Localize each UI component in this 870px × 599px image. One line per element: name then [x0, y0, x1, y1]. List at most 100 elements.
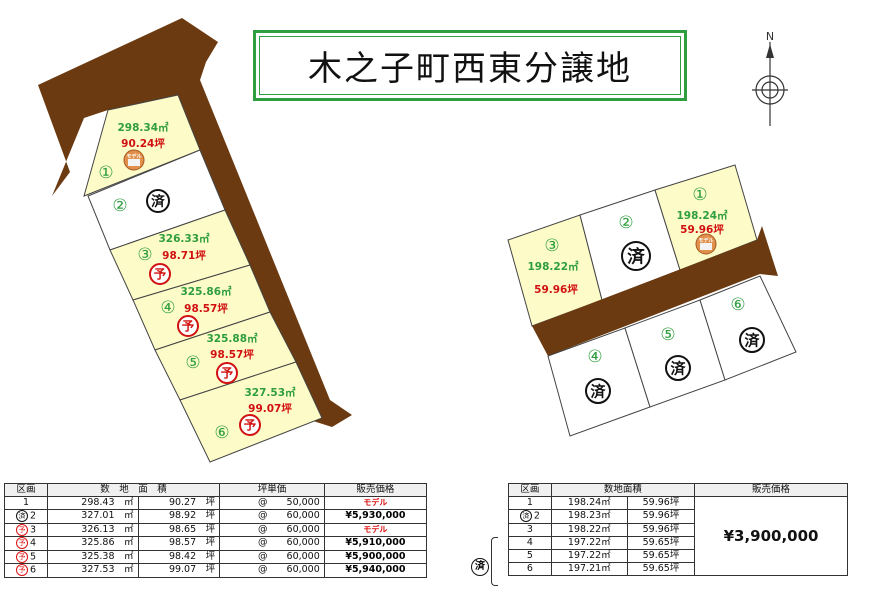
- west-lot-1-area-tsubo: 90.24坪: [121, 137, 165, 150]
- area-tsubo-cell: 59.65坪: [626, 535, 696, 550]
- reserved-mark-icon: 予: [15, 523, 28, 536]
- th-lot: 区画: [4, 483, 48, 497]
- west-lot-6: [179, 361, 323, 463]
- east-lot-1-number: ①: [692, 185, 707, 205]
- price-cell: ¥3,900,000: [694, 496, 848, 576]
- east-lot-3-area-tsubo: 59.96坪: [534, 283, 578, 296]
- east-lot-5-number: ⑤: [660, 325, 675, 345]
- price-cell: ¥5,940,000: [323, 563, 428, 578]
- east-lot-6-sold-icon: [739, 327, 765, 353]
- lot-number: 6: [29, 564, 36, 576]
- west-lot-4-reserved-icon-label: 予: [182, 319, 195, 334]
- west-lot-2-sold-icon-label: 済: [151, 193, 165, 210]
- lot-cell: 4: [508, 535, 552, 550]
- west-lot-5-area-tsubo: 98.57坪: [210, 348, 254, 361]
- west-lot-4-area-tsubo: 98.57坪: [184, 302, 228, 315]
- lot-number: 2: [533, 510, 540, 522]
- lot-cell: 1: [508, 496, 552, 510]
- area-m2-cell: 326.13 ㎡: [46, 522, 139, 537]
- unit-price-cell: @ 60,000: [219, 536, 325, 551]
- unit-price-cell: @ 60,000: [219, 549, 325, 564]
- area-m2-cell: 198.24㎡: [550, 496, 628, 510]
- sold-mark-icon: 済: [15, 510, 28, 522]
- lot-number: 5: [29, 551, 36, 562]
- east-lot-4-sold-icon-label: 済: [590, 382, 606, 400]
- west-lot-1-number: ①: [98, 163, 113, 183]
- area-m2-cell: 197.21㎡: [550, 561, 628, 576]
- lot-cell: 6: [508, 561, 552, 576]
- lot-cell: 1: [4, 496, 48, 510]
- west-lot-5-number: ⑤: [185, 353, 200, 373]
- west-lot-3-reserved-icon-label: 予: [154, 267, 167, 282]
- reserved-mark-icon: 予: [15, 564, 28, 576]
- unit-price-cell: @ 60,000: [219, 522, 325, 537]
- area-m2-cell: 325.86 ㎡: [46, 536, 139, 551]
- reserved-mark-icon: 予: [15, 550, 28, 563]
- area-m2-cell: 197.22㎡: [550, 535, 628, 550]
- east-lot-5-sold-icon: [665, 355, 691, 381]
- east-road: [532, 226, 778, 356]
- west-lot-3-area-m2: 326.33㎡: [158, 232, 210, 245]
- area-tsubo-cell: 59.96坪: [626, 496, 696, 510]
- reserved-mark-icon: 予: [15, 537, 28, 549]
- west-lot-6-area-tsubo: 99.07坪: [248, 402, 292, 415]
- area-m2-cell: 198.22㎡: [550, 522, 628, 537]
- east-lot-1-model-icon-house: [700, 243, 712, 250]
- west-lot-6-area-m2: 327.53㎡: [244, 386, 296, 399]
- west-lot-6-reserved-icon: [239, 414, 261, 436]
- east-lot-4-sold-icon: [585, 378, 611, 404]
- area-tsubo-cell: 59.65坪: [626, 561, 696, 576]
- east-lot-2-sold-icon: [621, 241, 651, 271]
- west-lot-3-reserved-icon: [149, 263, 171, 285]
- east-lot-3-number: ③: [544, 236, 559, 256]
- compass-icon: N: [752, 30, 788, 126]
- east-lot-3-area-m2: 198.22㎡: [527, 260, 579, 273]
- area-tsubo-cell: 98.57 坪: [137, 536, 221, 551]
- east-lot-4-number: ④: [587, 347, 602, 367]
- area-m2-cell: 327.01 ㎡: [46, 509, 139, 524]
- th-area: 数 地 面 積: [46, 483, 221, 497]
- compass-north-label: N: [766, 30, 774, 43]
- price-cell: ¥5,910,000: [323, 536, 428, 551]
- page-title: 木之子町西東分譲地: [259, 36, 681, 95]
- price-cell: ¥5,930,000: [323, 509, 428, 524]
- th-area: 数地面積: [550, 483, 696, 497]
- unit-price-cell: @ 60,000: [219, 509, 325, 524]
- th-lot: 区画: [508, 483, 552, 497]
- th-price: 販売価格: [323, 483, 428, 497]
- th-unit-price: 坪単価: [219, 483, 325, 497]
- west-lot-6-number: ⑥: [214, 423, 229, 443]
- east-lot-1-model-icon-label: モデル: [698, 237, 713, 244]
- lot-cell: 5: [508, 548, 552, 563]
- east-lot-2-sold-icon-label: 済: [627, 246, 645, 267]
- west-lot-4-reserved-icon: [177, 315, 199, 337]
- lot-number: 4: [29, 537, 36, 549]
- east-lot-5-sold-icon-label: 済: [670, 359, 686, 377]
- area-tsubo-cell: 90.27 坪: [137, 496, 221, 510]
- area-tsubo-cell: 59.96坪: [626, 522, 696, 537]
- west-lot-3-area-tsubo: 98.71坪: [162, 249, 206, 262]
- west-lot-6-reserved-icon-label: 予: [244, 418, 257, 433]
- west-lot-5-reserved-icon: [216, 362, 238, 384]
- lot-number: 1: [22, 497, 29, 508]
- area-tsubo-cell: 98.92 坪: [137, 509, 221, 524]
- price-cell: モデル: [323, 496, 428, 510]
- area-tsubo-cell: 59.96坪: [626, 509, 696, 524]
- area-tsubo-cell: 98.42 坪: [137, 549, 221, 564]
- lot-cell: 3: [508, 522, 552, 537]
- area-m2-cell: 298.43 ㎡: [46, 496, 139, 510]
- area-tsubo-cell: 98.65 坪: [137, 522, 221, 537]
- unit-price-cell: @ 50,000: [219, 496, 325, 510]
